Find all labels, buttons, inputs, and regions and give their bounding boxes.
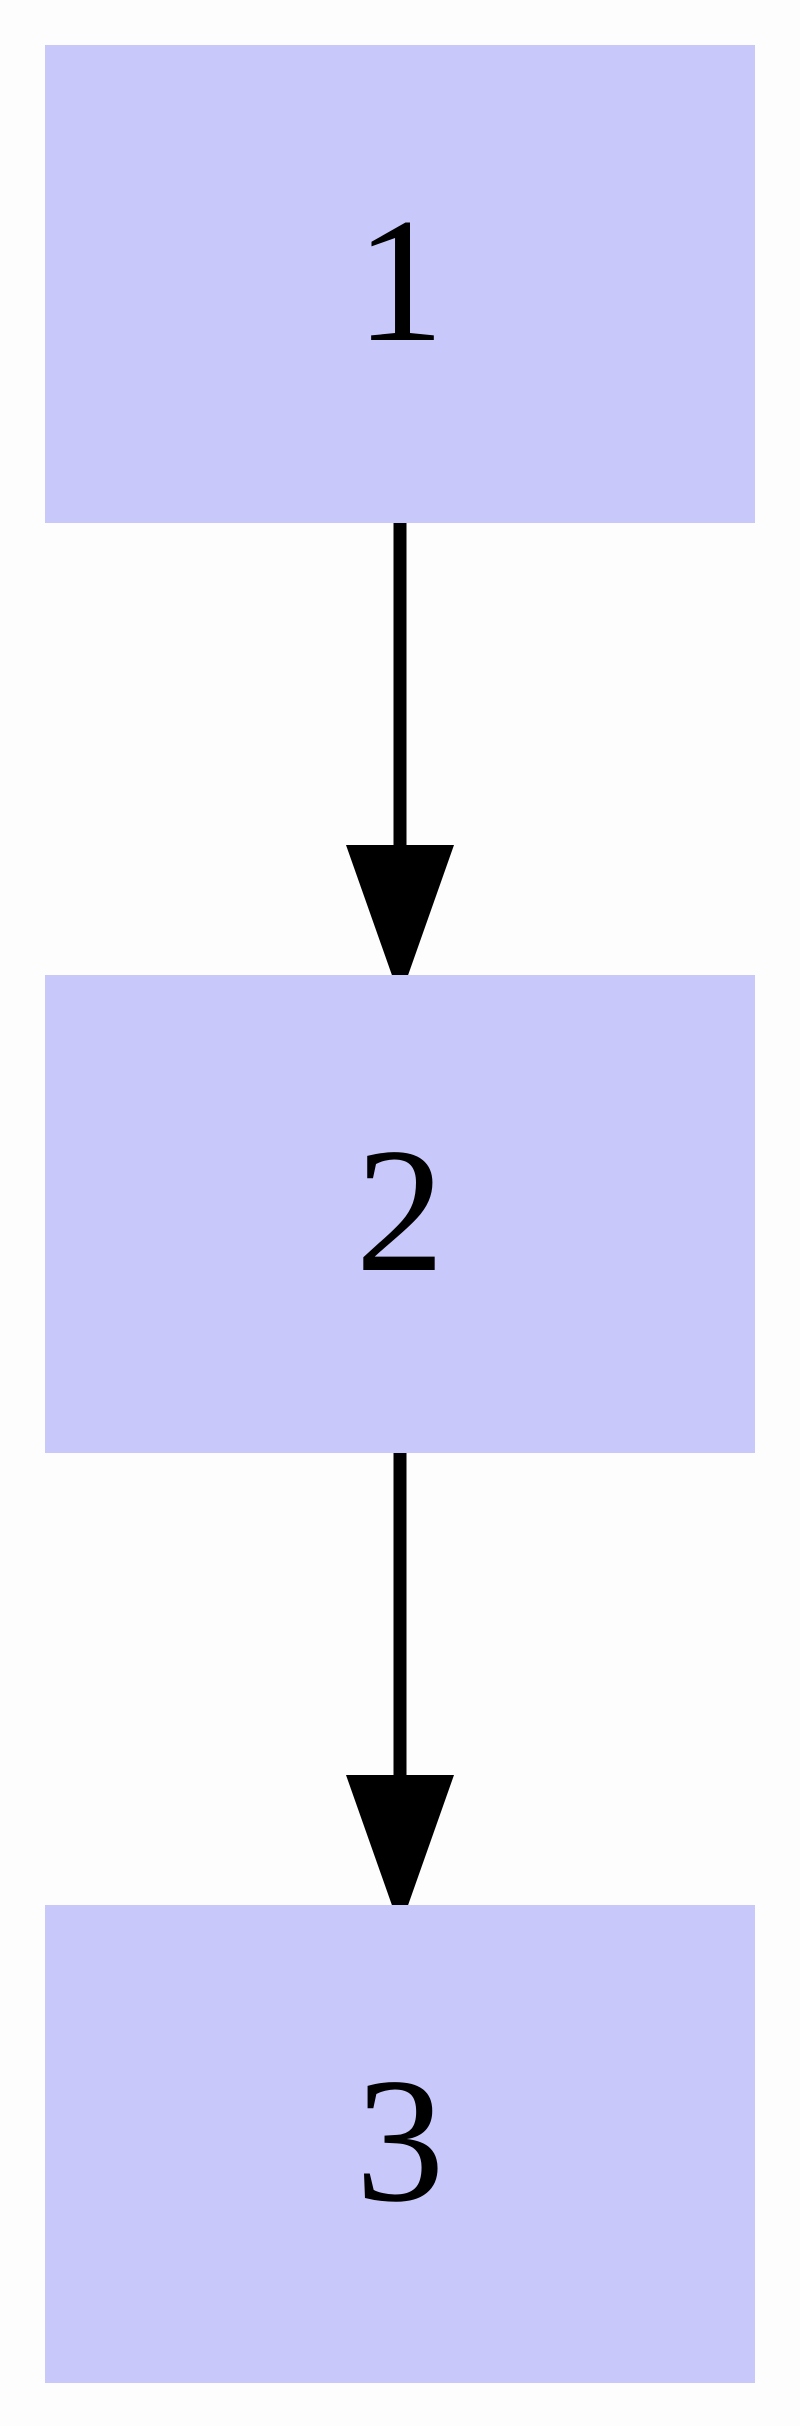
node-2-box <box>45 975 755 1453</box>
edge-1-to-2 <box>346 523 454 998</box>
edge-2-to-3 <box>346 1453 454 1928</box>
node-2-label: 2 <box>356 1111 445 1309</box>
node-2: 2 <box>45 975 755 1453</box>
edge-1-to-2-arrowhead <box>346 845 454 998</box>
edge-2-to-3-arrowhead <box>346 1775 454 1928</box>
node-3: 3 <box>45 1905 755 2383</box>
node-1-box <box>45 45 755 523</box>
node-3-box <box>45 1905 755 2383</box>
node-3-label: 3 <box>356 2041 445 2239</box>
node-1: 1 <box>45 45 755 523</box>
node-1-label: 1 <box>356 181 445 379</box>
